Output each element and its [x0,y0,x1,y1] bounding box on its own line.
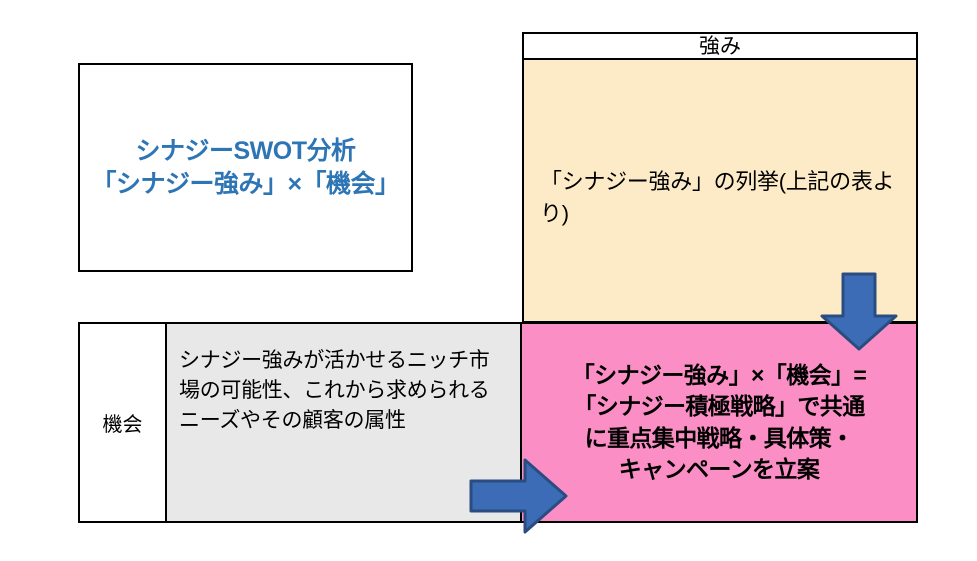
opportunity-content-cell: シナジー強みが活かせるニッチ市場の可能性、これから求められるニーズやその顧客の属… [167,322,522,523]
strength-column-header: 強み [522,32,918,60]
down-arrow-icon [820,272,898,351]
row-label-opportunity-text: 機会 [102,414,143,436]
right-arrow-icon [469,458,568,534]
strategy-content-cell: 「シナジー強み」×「機会」= 「シナジー積極戦略」で共通 に重点集中戦略・具体策… [522,322,918,523]
page-title: シナジーSWOT分析 「シナジー強み」×「機会」 [91,136,400,198]
title-box: シナジーSWOT分析 「シナジー強み」×「機会」 [78,63,413,272]
opportunity-content-text: シナジー強みが活かせるニッチ市場の可能性、これから求められるニーズやその顧客の属… [179,349,490,433]
strength-column-header-label: 強み [699,34,741,58]
matrix-row: 機会 シナジー強みが活かせるニッチ市場の可能性、これから求められるニーズやその顧… [78,322,918,523]
strength-content-text: 「シナジー強み」の列挙(上記の表より) [540,169,895,226]
strategy-content-text: 「シナジー強み」×「機会」= 「シナジー積極戦略」で共通 に重点集中戦略・具体策… [571,361,867,482]
row-label-opportunity: 機会 [78,322,167,523]
